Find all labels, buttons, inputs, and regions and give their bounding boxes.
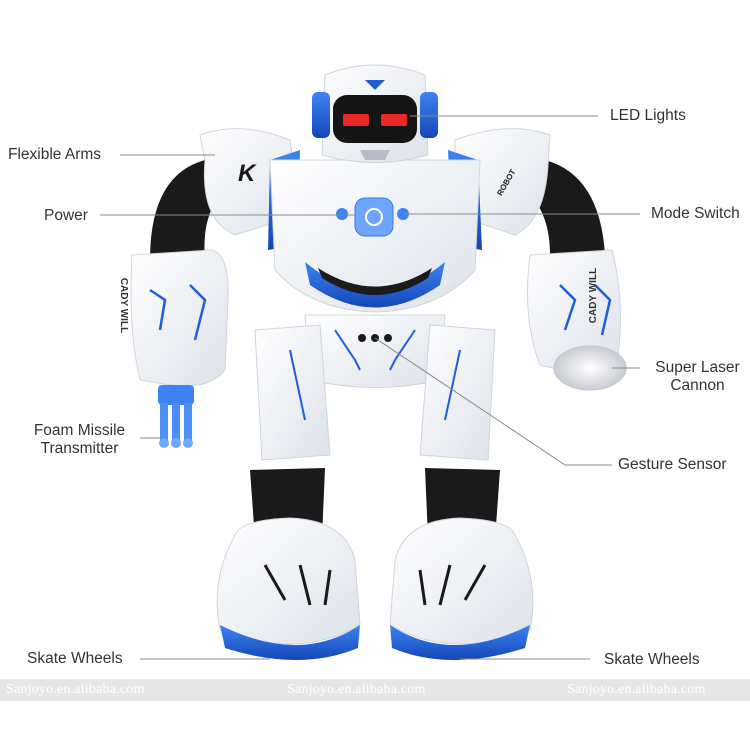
waist	[304, 314, 446, 388]
label-super-laser-cannon: Super Laser Cannon	[645, 359, 750, 395]
power-button	[354, 197, 394, 237]
left-ear	[312, 92, 330, 138]
gesture-sensor-3	[384, 334, 392, 342]
watermark-right: Sanjoyo.en.alibaba.com	[567, 682, 706, 697]
label-foam-missile-line2: Transmitter	[40, 440, 119, 457]
right-skate-wheel	[390, 625, 530, 660]
chest-dark-smile	[318, 268, 432, 295]
left-shoulder-logo: K	[238, 160, 256, 187]
watermark-center: Sanjoyo.en.alibaba.com	[287, 682, 426, 697]
right-ear	[420, 92, 438, 138]
left-forearm	[130, 249, 229, 387]
chest-blue-smile	[305, 262, 445, 308]
watermark-left: Sanjoyo.en.alibaba.com	[6, 682, 145, 697]
label-super-laser-line1: Super Laser	[655, 359, 740, 376]
label-foam-missile-line1: Foam Missile	[33, 422, 126, 439]
label-skate-wheels-right: Skate Wheels	[604, 651, 700, 668]
watermark-bar	[0, 679, 750, 701]
right-foot	[389, 517, 534, 645]
led-eyes	[343, 114, 407, 126]
left-foot	[216, 517, 361, 645]
leader-lines	[100, 115, 640, 660]
left-chest-light	[336, 208, 348, 220]
label-power: Power	[44, 207, 88, 224]
label-skate-wheels-left: Skate Wheels	[27, 650, 123, 667]
label-foam-missile-transmitter: Foam Missile Transmitter	[22, 422, 137, 458]
face-visor	[333, 95, 417, 143]
left-skate-wheel	[220, 625, 360, 660]
label-flexible-arms: Flexible Arms	[8, 146, 102, 163]
gesture-sensor-1	[358, 334, 366, 342]
foam-missile-launcher	[158, 385, 194, 448]
label-gesture-sensor: Gesture Sensor	[618, 456, 727, 473]
left-arm-marking: CADY WILL	[118, 277, 130, 334]
label-super-laser-line2: Cannon	[670, 377, 725, 394]
right-arm-marking: CADY WILL	[588, 267, 600, 324]
label-led-lights: LED Lights	[610, 107, 686, 124]
right-thigh	[419, 324, 496, 461]
label-mode-switch: Mode Switch	[651, 205, 740, 222]
left-thigh	[254, 324, 331, 461]
